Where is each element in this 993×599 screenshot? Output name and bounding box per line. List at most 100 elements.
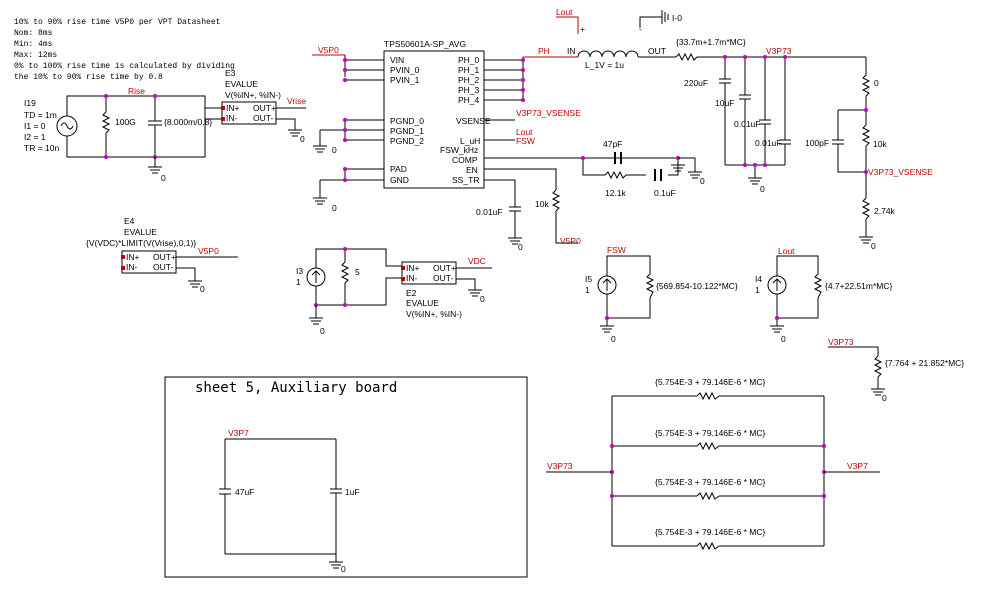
i4-res-value: {4.7+22.51m*MC} bbox=[825, 281, 892, 291]
resistor-fb-0[interactable] bbox=[861, 74, 871, 97]
net-lout: Lout bbox=[778, 246, 795, 256]
resistor-fsw[interactable] bbox=[645, 273, 655, 299]
net-v3p73-vsense-ic: V3P73_VSENSE bbox=[516, 108, 581, 118]
ic-name: TPS50601A-SP_AVG bbox=[384, 39, 466, 49]
ic-body bbox=[383, 50, 485, 189]
fb-top-value: 0 bbox=[874, 78, 879, 88]
resistor-load[interactable] bbox=[873, 355, 883, 378]
e4-expr: {V(VDC)*LIMIT(V(Vrise),0,1)} bbox=[86, 238, 196, 248]
e3-evalue[interactable]: E3 EVALUE V(%IN+, %IN-) IN+ IN- OUT+ OUT… bbox=[221, 68, 306, 144]
i3-vdc-source[interactable]: I3 1 5 0 bbox=[296, 247, 404, 336]
e4-type: EVALUE bbox=[124, 227, 157, 237]
gnd-label: 0 bbox=[161, 173, 166, 183]
pin-ph-0: PH_0 bbox=[458, 55, 480, 65]
load-res-value: {7.764 + 21.852*MC} bbox=[885, 358, 964, 368]
pin-en: EN bbox=[466, 165, 478, 175]
pin-pad: PAD bbox=[390, 164, 407, 174]
resistor-5[interactable] bbox=[340, 261, 350, 284]
pin-gnd: GND bbox=[390, 175, 409, 185]
net-ph: PH bbox=[538, 46, 550, 56]
resistor-parallel-2[interactable] bbox=[696, 441, 720, 451]
e3-out-minus: OUT- bbox=[253, 113, 273, 123]
inductor-coil bbox=[577, 50, 639, 58]
auxiliary-board-sheet[interactable]: sheet 5, Auxiliary board V3P7 47uF 1uF 0 bbox=[164, 376, 528, 578]
resistor-parallel-3[interactable] bbox=[696, 491, 720, 501]
gnd-label: 0 bbox=[200, 284, 205, 294]
resistor-100g[interactable] bbox=[101, 111, 111, 134]
resistor-inductor-esr[interactable] bbox=[675, 52, 698, 62]
tps50601a-ic[interactable]: TPS50601A-SP_AVG VIN PVIN_0 PVIN_1 PGND_… bbox=[312, 39, 705, 252]
e2-evalue[interactable]: IN+ IN- OUT+ OUT- E2 EVALUE V(%IN+, %IN-… bbox=[401, 256, 492, 319]
parallel-res-2-value: {5.754E-3 + 79.146E-6 * MC} bbox=[655, 428, 765, 438]
resistor-fb-10k[interactable] bbox=[861, 124, 871, 147]
pin-fsw-khz: FSW_kHz bbox=[440, 145, 478, 155]
resistor-lout[interactable] bbox=[813, 273, 823, 299]
net-lout-ic: Lout bbox=[516, 127, 533, 137]
e2-ref: E2 bbox=[406, 288, 417, 298]
parallel-res-4-value: {5.754E-3 + 79.146E-6 * MC} bbox=[655, 527, 765, 537]
inductor-l1v[interactable]: Lout + - I-0 IN OUT L_1V = 1u {33.7m+1.7… bbox=[556, 7, 866, 70]
e4-evalue[interactable]: E4 EVALUE {V(VDC)*LIMIT(V(Vrise),0,1)} I… bbox=[86, 216, 238, 294]
aux-board-title: sheet 5, Auxiliary board bbox=[195, 380, 397, 396]
ground-icon bbox=[148, 157, 162, 174]
gnd-label: 0 bbox=[320, 326, 325, 336]
cap-220uf: 220uF bbox=[684, 78, 708, 88]
note-line-3: Min: 4ms bbox=[14, 40, 53, 49]
ground-icon bbox=[309, 305, 323, 325]
resistor-parallel-4[interactable] bbox=[696, 541, 720, 551]
pin-l-uh: L_uH bbox=[460, 136, 480, 146]
note-line-2: Nom: 8ms bbox=[14, 29, 53, 38]
resistor-parallel-1[interactable] bbox=[696, 391, 720, 401]
net-vdc: VDC bbox=[468, 256, 486, 266]
pin-vin: VIN bbox=[390, 55, 404, 65]
inductor-minus: - bbox=[639, 24, 642, 34]
resistor-fb-2k74[interactable] bbox=[861, 197, 871, 220]
net-v3p7-aux: V3P7 bbox=[228, 428, 249, 438]
i5-fsw-source[interactable]: FSW I5 1 {569.854-10.122*MC} 0 bbox=[585, 245, 738, 344]
parallel-resistors[interactable]: {5.754E-3 + 79.146E-6 * MC} {5.754E-3 + … bbox=[546, 377, 880, 551]
pin-pgnd-1: PGND_1 bbox=[390, 126, 424, 136]
i4-ref: I4 bbox=[755, 274, 762, 284]
e4-in-minus: IN- bbox=[126, 262, 138, 272]
net-fsw: FSW bbox=[607, 245, 626, 255]
pin-pvin-1: PVIN_1 bbox=[390, 75, 420, 85]
gnd-label: 0 bbox=[518, 242, 523, 252]
capacitor-rise[interactable] bbox=[148, 96, 162, 157]
resistor-10k-en[interactable] bbox=[551, 189, 561, 212]
i5-res-value: {569.854-10.122*MC} bbox=[656, 281, 738, 291]
note-line-1: 10% to 90% rise time V5P0 per VPT Datash… bbox=[14, 18, 220, 27]
cap-0-01uf-a: 0.01uF bbox=[734, 119, 760, 129]
e2-type: EVALUE bbox=[406, 298, 439, 308]
inductor-esr-value: {33.7m+1.7m*MC} bbox=[676, 37, 746, 47]
parallel-res-3-value: {5.754E-3 + 79.146E-6 * MC} bbox=[655, 477, 765, 487]
gnd-label: 0 bbox=[760, 184, 765, 194]
load-resistor-group[interactable]: V3P73 {7.764 + 21.852*MC} 0 bbox=[828, 337, 964, 403]
i19-param-i1: I1 = 0 bbox=[24, 121, 46, 131]
inductor-plus: + bbox=[580, 24, 585, 34]
i19-rise-source[interactable]: I19 TD = 1m I1 = 0 I2 = 1 TR = 10n Rise … bbox=[24, 86, 222, 183]
pin-comp: COMP bbox=[452, 155, 478, 165]
resistor-12k1[interactable] bbox=[604, 170, 628, 180]
comp-cap-47pf: 47pF bbox=[603, 139, 622, 149]
parallel-res-1-value: {5.754E-3 + 79.146E-6 * MC} bbox=[655, 377, 765, 387]
pin-pvin-0: PVIN_0 bbox=[390, 65, 420, 75]
output-filter[interactable]: V3P73 220uF 10uF 0.01uF 0.01uF 0 0 100pF… bbox=[684, 46, 933, 251]
pin-ph-4: PH_4 bbox=[458, 95, 480, 105]
e3-type: EVALUE bbox=[225, 79, 258, 89]
note-line-4: Max: 12ms bbox=[14, 51, 57, 60]
e3-ref: E3 bbox=[225, 68, 236, 78]
resistor-5-value: 5 bbox=[355, 267, 360, 277]
net-v5p0-en: V5P0 bbox=[560, 236, 581, 246]
i19-param-tr: TR = 10n bbox=[24, 143, 59, 153]
resistor-100g-value: 100G bbox=[115, 117, 136, 127]
i4-lout-source[interactable]: Lout I4 1 {4.7+22.51m*MC} 0 bbox=[755, 246, 892, 344]
gnd-label: 0 bbox=[882, 393, 887, 403]
gnd-label: 0 bbox=[332, 203, 337, 213]
aux-cap-1uf: 1uF bbox=[345, 487, 360, 497]
e2-out-plus: OUT+ bbox=[433, 263, 456, 273]
gnd-label: 0 bbox=[871, 241, 876, 251]
inductor-value: L_1V = 1u bbox=[585, 60, 624, 70]
en-res-value: 10k bbox=[535, 199, 549, 209]
cap-0-01uf-b: 0.01uF bbox=[755, 138, 781, 148]
pin-ss-tr: SS_TR bbox=[452, 175, 479, 185]
